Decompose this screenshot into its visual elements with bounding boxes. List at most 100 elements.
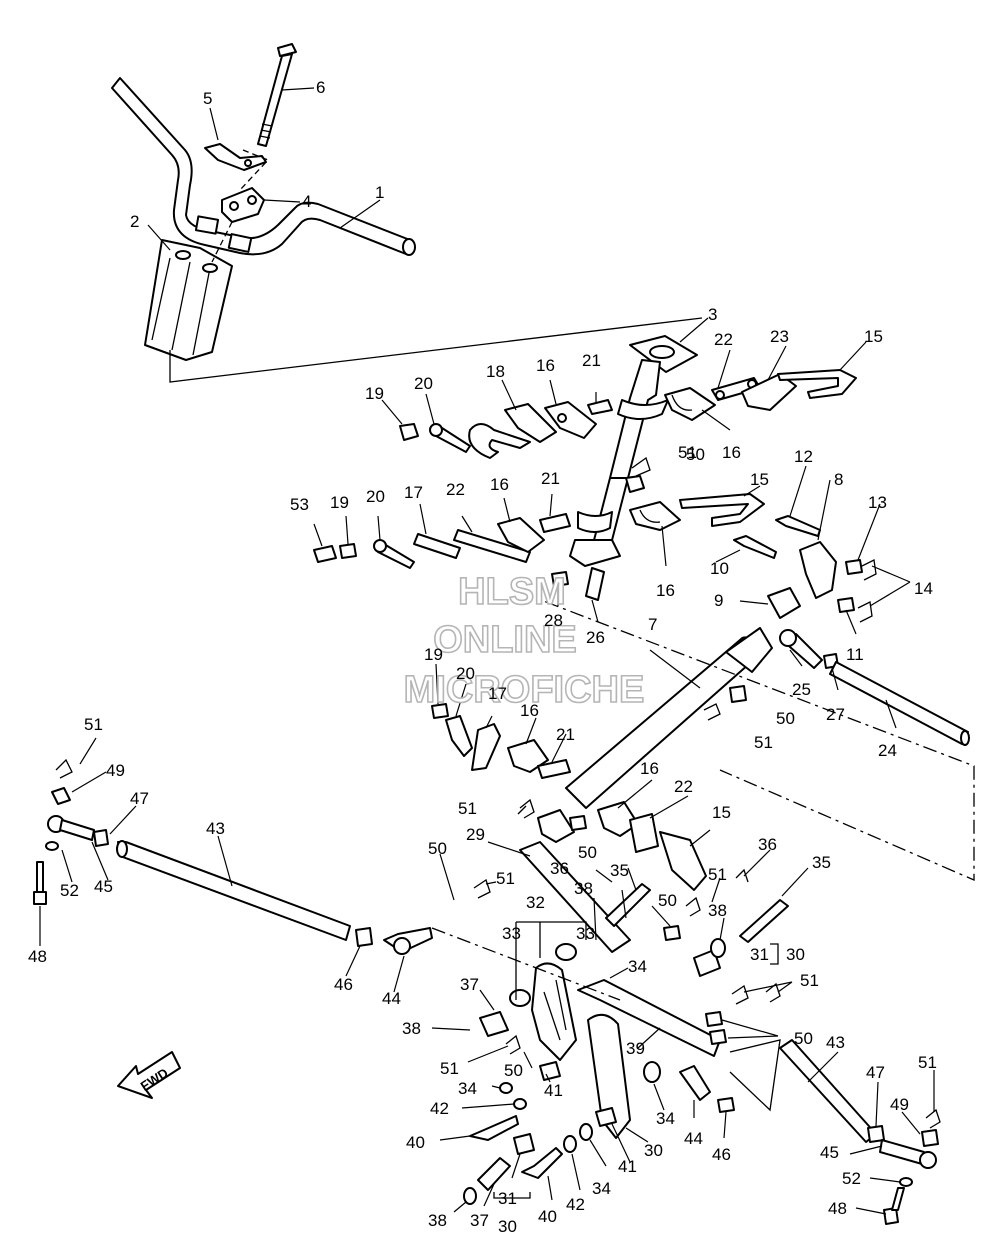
washer-52b[interactable] [899,1177,913,1187]
nut-19b[interactable] [339,543,357,559]
collar-mid[interactable] [629,501,681,531]
washer-34c[interactable] [579,1123,593,1141]
bushing-33[interactable] [509,943,577,1007]
shaft-7[interactable] [565,627,773,809]
ball-joint-44a[interactable] [383,927,433,955]
bolt-10[interactable] [733,535,777,559]
bolt-40b[interactable] [521,1147,563,1179]
rod-24[interactable] [829,661,970,746]
washer-38c[interactable] [463,1187,477,1205]
rod-end-right[interactable] [879,1139,937,1169]
link-18[interactable] [468,403,557,459]
link-39[interactable] [577,979,721,1057]
bolt-12[interactable] [775,515,821,537]
callout: 36 [550,859,569,878]
callout: 47 [130,789,149,808]
bolt-35b[interactable] [739,899,789,943]
nut-28[interactable] [551,571,569,587]
joint-20b[interactable] [373,539,415,569]
rod-end-left[interactable] [47,815,95,841]
joint-20c[interactable] [445,715,473,757]
sleeve-37b[interactable] [477,1157,511,1191]
nut-50-upper[interactable] [729,685,747,703]
nut-13[interactable] [845,559,863,575]
nut-49b[interactable] [921,1129,939,1147]
callout: 15 [864,327,883,346]
nut-46a[interactable] [355,927,373,947]
collar-upper[interactable] [664,387,716,421]
nut-49a[interactable] [51,787,71,805]
arm-30a[interactable] [587,1013,631,1139]
arm-mid[interactable] [497,517,545,553]
washer-42b[interactable] [563,1135,577,1153]
nut-11[interactable] [837,597,855,613]
fwd-badge: FWD [117,1051,181,1099]
washer-34b[interactable] [499,1082,513,1094]
bolt-15-mid[interactable] [679,493,765,527]
callout: 43 [826,1033,845,1052]
sleeve-31a[interactable] [513,1133,535,1155]
bolt-15c[interactable] [659,831,707,891]
callout: 38 [402,1019,421,1038]
link-plate-upper[interactable] [711,377,761,401]
handlebar[interactable] [111,77,416,256]
callout: 35 [812,853,831,872]
bracket-8[interactable] [799,541,837,599]
collar-bolt-upper[interactable] [777,369,857,399]
collar-9[interactable] [767,587,801,619]
cap-53[interactable] [313,545,337,563]
handlebar-bolt[interactable] [257,43,297,147]
arm-32[interactable] [531,962,577,1061]
ball-joint-25[interactable] [779,629,823,669]
bolt-40a[interactable] [469,1115,519,1141]
callout: 20 [366,487,385,506]
callout: 11 [846,645,864,664]
nut-45a[interactable] [93,829,109,847]
handlebar-holder[interactable] [221,187,265,223]
tie-rod-right[interactable] [779,1039,877,1143]
callout: 38 [428,1211,447,1230]
washer-42a[interactable] [513,1098,527,1110]
bushing-41b[interactable] [595,1107,617,1127]
ball-joint-upper[interactable] [429,423,471,453]
nut-50-center[interactable] [569,815,587,831]
handlebar-pad[interactable] [144,239,233,361]
callout: 40 [406,1133,425,1152]
callout: 46 [712,1145,731,1164]
nut-50-mid[interactable] [625,475,645,493]
bracket-lines [515,921,587,1000]
bolt-35a[interactable] [605,883,651,927]
washer-52a[interactable] [45,841,59,851]
nut-50-right[interactable] [663,925,681,941]
pin-upper[interactable] [587,399,613,415]
collar-lower-center[interactable] [537,809,575,843]
arm-left-upper[interactable] [544,401,597,439]
washer-38b[interactable] [710,938,726,958]
sleeve-37a[interactable] [479,1011,509,1037]
steering-column[interactable] [569,335,698,601]
bolt-48a[interactable] [33,861,47,905]
nut-19c[interactable] [431,703,449,719]
nut-19a[interactable] [399,423,419,441]
pin-21c[interactable] [537,759,571,779]
callout: 35 [610,861,629,880]
bolt-48b[interactable] [883,1187,905,1225]
bracket-22c[interactable] [629,813,659,853]
arm-29[interactable] [519,841,631,953]
pin-mid[interactable] [539,513,571,533]
link-plate-mid[interactable] [413,529,531,563]
collar-16f[interactable] [597,801,639,837]
link-17b[interactable] [471,723,501,771]
bushing-41a[interactable] [539,1061,561,1081]
clamp-plate[interactable] [204,143,267,171]
nut-50-lower-right[interactable] [705,1011,727,1045]
callout: 49 [890,1095,909,1114]
ball-joint-44b[interactable] [679,1065,711,1101]
reference-line-a [519,591,975,881]
callout: 29 [466,825,485,844]
washer-34a[interactable] [643,1061,661,1083]
tie-rod-left[interactable] [116,840,351,941]
arm-plate-upper[interactable] [741,373,797,411]
collar-31b[interactable] [693,949,721,977]
nut-46b[interactable] [717,1097,735,1113]
